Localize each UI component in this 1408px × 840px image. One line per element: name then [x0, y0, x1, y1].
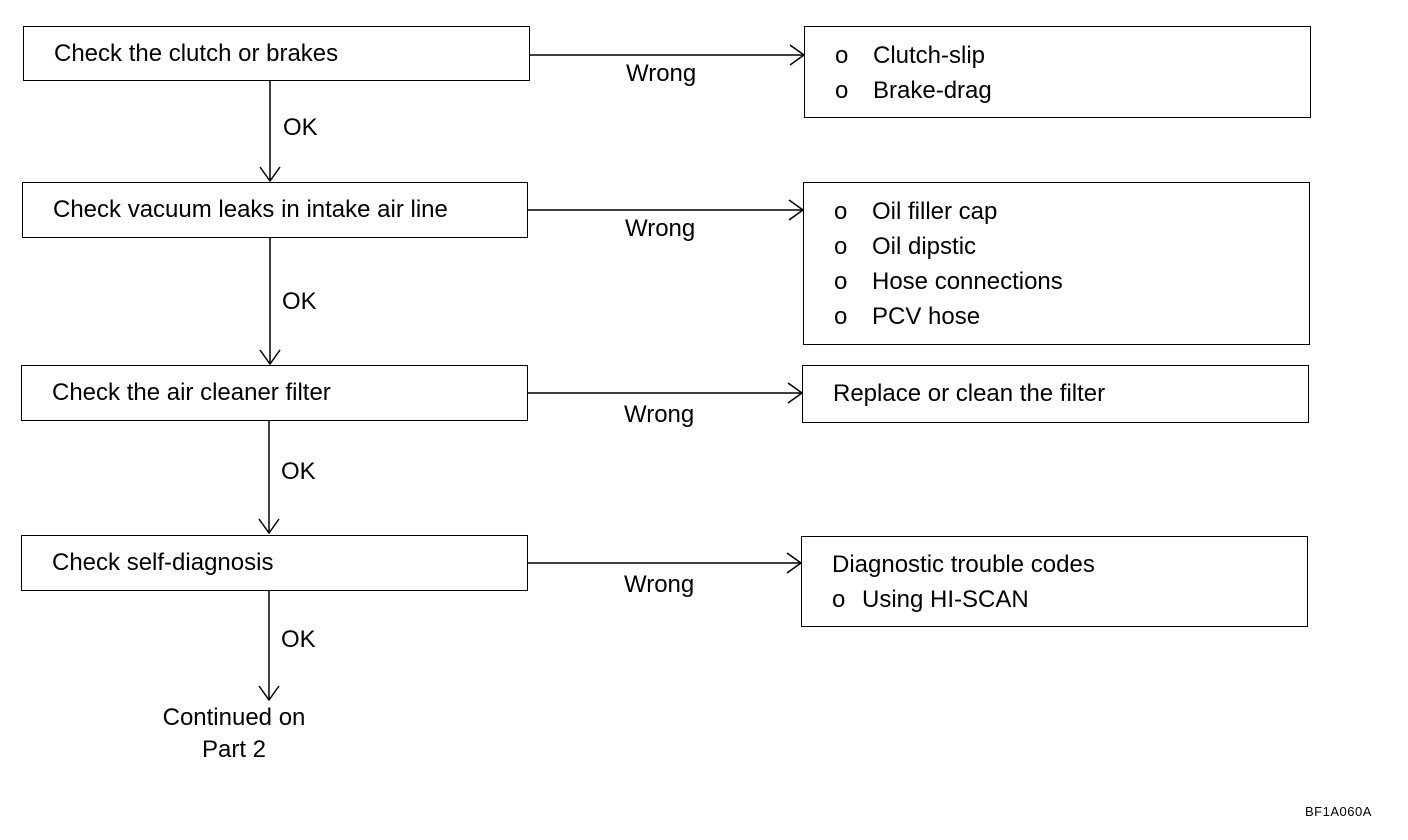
wrong-label: Wrong	[624, 571, 695, 598]
ok-arrowhead-4	[258, 685, 280, 702]
bullet-marker: o	[834, 233, 848, 260]
continued-note: Continued on Part 2	[134, 702, 334, 766]
result-item: o PCV hose	[834, 299, 1309, 334]
ok-label: OK	[281, 626, 316, 653]
result-item: o Oil filler cap	[834, 194, 1309, 229]
result-item-text: Clutch-slip	[873, 42, 986, 69]
continued-line-1: Continued on	[162, 704, 306, 731]
result-item-text: Using HI-SCAN	[862, 586, 1029, 613]
result-box-diagnostic-codes: Diagnostic trouble codes o Using HI-SCAN	[801, 536, 1308, 627]
wrong-label: Wrong	[624, 401, 695, 428]
result-item-text: Brake-drag	[873, 77, 992, 104]
figure-id: BF1A060A	[1305, 804, 1372, 819]
bullet-marker: o	[832, 586, 846, 613]
result-item-text: Oil dipstic	[872, 233, 977, 260]
ok-arrowhead-2	[259, 349, 281, 366]
bullet-marker: o	[835, 77, 849, 104]
result-item-text: Diagnostic trouble codes	[832, 551, 1095, 578]
result-item: Diagnostic trouble codes	[832, 547, 1307, 582]
result-item-text: PCV hose	[872, 303, 981, 330]
step-box-check-self-diagnosis: Check self-diagnosis	[21, 535, 528, 591]
wrong-label: Wrong	[626, 60, 697, 87]
step-box-check-air-cleaner: Check the air cleaner filter	[21, 365, 528, 421]
result-item-text: Oil filler cap	[872, 198, 998, 225]
step-label: Check the air cleaner filter	[52, 379, 331, 406]
ok-label: OK	[282, 288, 317, 315]
step-label: Check self-diagnosis	[52, 549, 274, 576]
result-item: o Oil dipstic	[834, 229, 1309, 264]
bullet-marker: o	[834, 198, 848, 225]
result-item: o Using HI-SCAN	[832, 582, 1307, 617]
result-item-text: Hose connections	[872, 268, 1063, 295]
result-item: o Hose connections	[834, 264, 1309, 299]
ok-arrowhead-3	[258, 518, 280, 535]
bullet-marker: o	[834, 268, 848, 295]
result-item-text: Replace or clean the filter	[833, 380, 1106, 407]
ok-label: OK	[281, 458, 316, 485]
wrong-label: Wrong	[625, 215, 696, 242]
step-box-check-clutch-brakes: Check the clutch or brakes	[23, 26, 530, 81]
result-item: o Clutch-slip	[835, 38, 1310, 73]
step-label: Check vacuum leaks in intake air line	[53, 196, 448, 223]
bullet-marker: o	[834, 303, 848, 330]
step-label: Check the clutch or brakes	[54, 39, 339, 67]
ok-arrowhead-1	[259, 166, 281, 183]
result-box-replace-filter: Replace or clean the filter	[802, 365, 1309, 423]
bullet-marker: o	[835, 42, 849, 69]
result-item: o Brake-drag	[835, 73, 1310, 108]
step-box-check-vacuum-leaks: Check vacuum leaks in intake air line	[22, 182, 528, 238]
ok-label: OK	[283, 114, 318, 141]
continued-line-2: Part 2	[201, 736, 267, 763]
